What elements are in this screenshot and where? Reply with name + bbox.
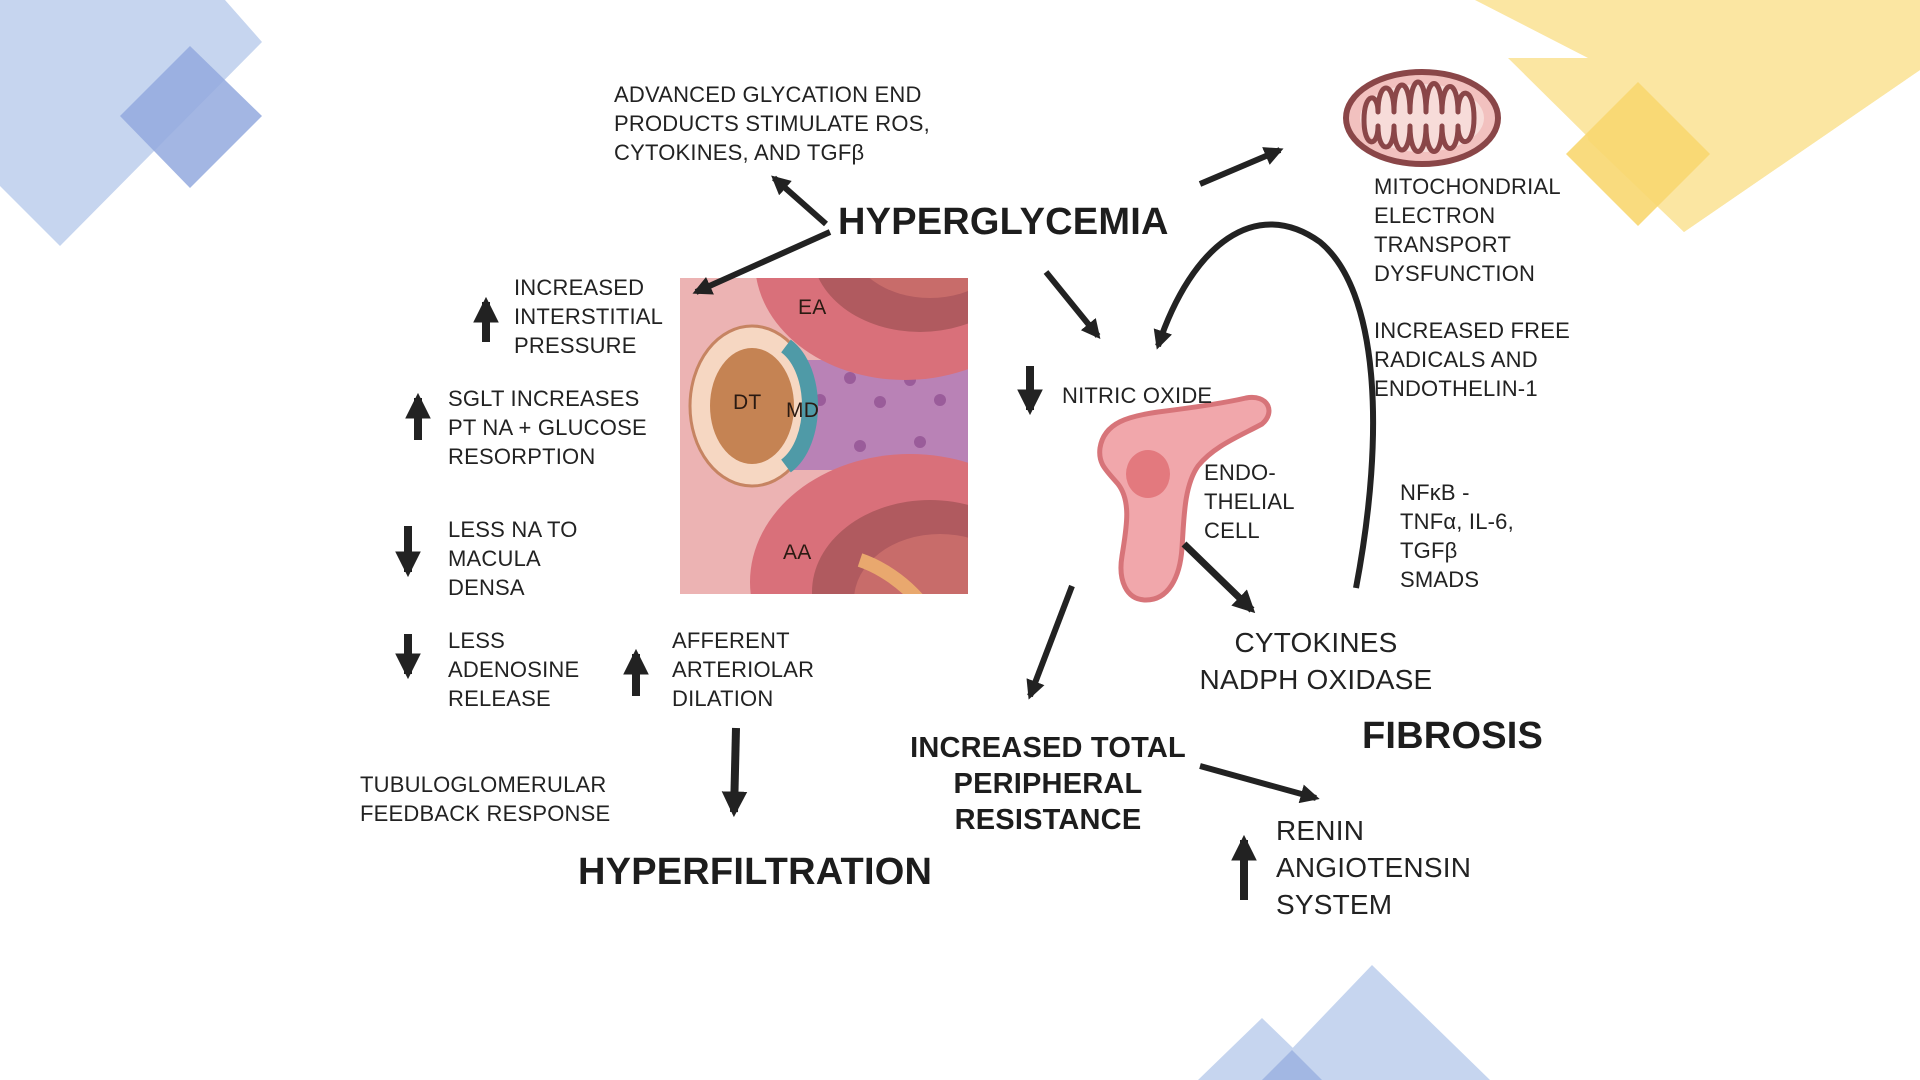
- arrow-to-cytokines: [1181, 541, 1256, 614]
- sglt-label: SGLT INCREASES PT NA + GLUCOSE RESORPTIO…: [448, 386, 647, 469]
- arrow-to-mitochondria: [1198, 147, 1284, 187]
- tubuloglomerular-feedback-label: TUBULOGLOMERULAR FEEDBACK RESPONSE: [360, 772, 611, 826]
- endothelial-cell-label: ENDO- THELIAL CELL: [1204, 460, 1295, 543]
- less-na-label: LESS NA TO MACULA DENSA: [448, 517, 578, 600]
- fibrosis-title: FIBROSIS: [1362, 715, 1544, 757]
- mitochondrion-icon: [1343, 69, 1501, 167]
- flow-arrows: [692, 147, 1377, 818]
- macula-densa-label: MD: [786, 399, 820, 422]
- afferent-arteriole-label: AA: [783, 541, 812, 564]
- arrow-to-ras: [1199, 763, 1320, 804]
- hyperfiltration-title: HYPERFILTRATION: [578, 851, 933, 893]
- arrow-to-interstitial: [692, 229, 832, 295]
- cytokines-label: CYTOKINES NADPH OXIDASE: [1199, 627, 1433, 695]
- distal-tubule: [688, 324, 818, 488]
- decor-yellow-diamond: [1566, 82, 1710, 226]
- afferent-dilation-label: AFFERENT ARTERIOLAR DILATION: [672, 628, 815, 711]
- arrow-to-tpr: [1026, 584, 1075, 700]
- arrow-to-hyperfiltration: [721, 727, 748, 818]
- hyperglycemia-title: HYPERGLYCEMIA: [838, 201, 1169, 243]
- less-adenosine-label: LESS ADENOSINE RELEASE: [448, 628, 580, 711]
- endothelial-cell-icon: [1097, 394, 1272, 603]
- efferent-arteriole-label: EA: [798, 296, 827, 319]
- decor-blue-mountain-overlap: [1262, 1050, 1322, 1080]
- arrow-to-nitric-oxide: [1043, 270, 1101, 339]
- decor-bottom-right: [1198, 965, 1490, 1080]
- interstitial-pressure-label: INCREASED INTERSTITIAL PRESSURE: [514, 275, 664, 358]
- age-ros-label: ADVANCED GLYCATION END PRODUCTS STIMULAT…: [614, 82, 930, 165]
- ras-label: RENIN ANGIOTENSIN SYSTEM: [1276, 815, 1472, 920]
- arrow-to-age: [771, 175, 828, 227]
- decor-top-left: [0, 0, 262, 246]
- nfkb-label: NFκB - TNFα, IL-6, TGFβ SMADS: [1400, 480, 1514, 592]
- mitochondrial-dysfunction-label: MITOCHONDRIAL ELECTRON TRANSPORT DYSFUNC…: [1374, 174, 1561, 286]
- decor-top-right: [1475, 0, 1920, 232]
- arrow-feedback-loop: [1153, 221, 1377, 589]
- decor-blue-diamond-small: [120, 46, 262, 188]
- macula-densa-cells: [780, 339, 818, 473]
- nitric-oxide-label: NITRIC OXIDE: [1062, 383, 1213, 408]
- decor-blue-mountain-right: [1262, 965, 1490, 1080]
- free-radicals-label: INCREASED FREE RADICALS AND ENDOTHELIN-1: [1374, 318, 1570, 401]
- tpr-label: INCREASED TOTAL PERIPHERAL RESISTANCE: [910, 732, 1186, 836]
- distal-tubule-label: DT: [733, 391, 762, 414]
